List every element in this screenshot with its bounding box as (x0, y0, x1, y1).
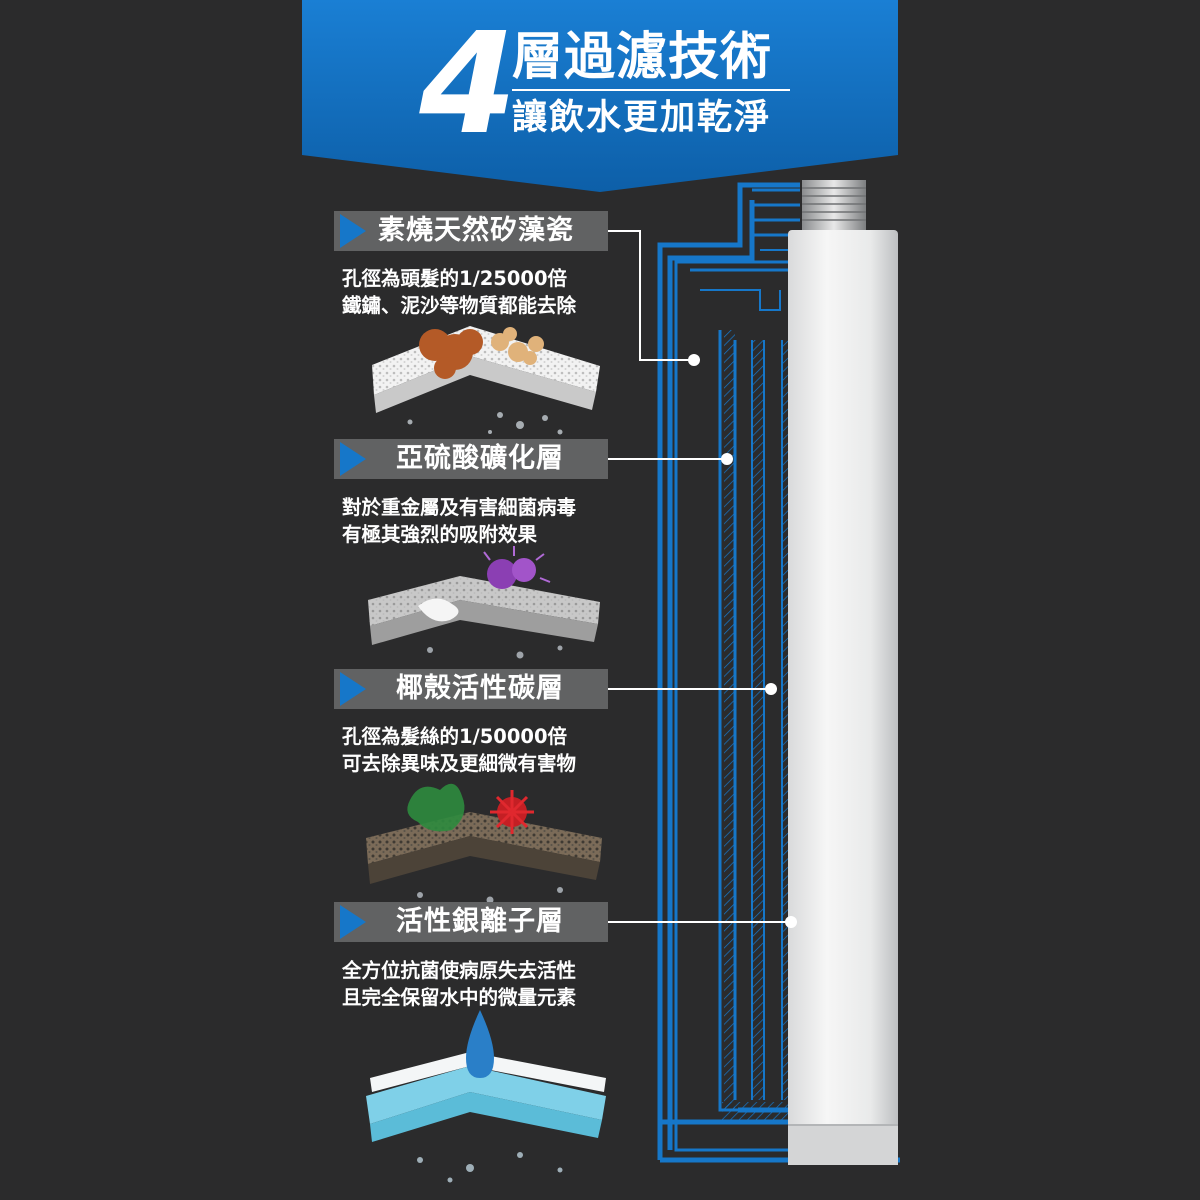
desc-line: 孔徑為髮絲的1/50000倍 (342, 725, 568, 748)
desc-line: 有極其強烈的吸附效果 (342, 523, 538, 546)
metal-thread (802, 180, 866, 232)
desc-line: 全方位抗菌使病原失去活性 (342, 959, 577, 982)
layer-desc-silver-ion: 全方位抗菌使病原失去活性 且完全保留水中的微量元素 (342, 957, 642, 1011)
layer-label-text: 亞硫酸礦化層 (396, 443, 564, 474)
layer-label-text: 素燒天然矽藻瓷 (378, 215, 574, 246)
filter-cartridge (788, 230, 898, 1160)
filter-housing-outline (657, 182, 900, 1163)
layer-label-ceramic: 素燒天然矽藻瓷 (334, 211, 608, 251)
arrow-right-icon (340, 672, 366, 706)
layer-desc-carbon: 孔徑為髮絲的1/50000倍 可去除異味及更細微有害物 (342, 723, 642, 777)
layer-desc-mineral: 對於重金屬及有害細菌病毒 有極其強烈的吸附效果 (342, 494, 642, 548)
layer-label-text: 活性銀離子層 (396, 906, 564, 937)
mineral-illustration (368, 546, 600, 659)
layer-label-mineral: 亞硫酸礦化層 (334, 439, 608, 479)
header-title: 層過濾技術 (512, 28, 773, 87)
desc-line: 且完全保留水中的微量元素 (342, 986, 577, 1009)
layer-label-silver-ion: 活性銀離子層 (334, 902, 608, 942)
header-subtitle: 讓飲水更加乾淨 (512, 98, 772, 138)
arrow-right-icon (340, 905, 366, 939)
layer-label-text: 椰殼活性碳層 (396, 673, 564, 704)
arrow-right-icon (340, 442, 366, 476)
layer-label-carbon: 椰殼活性碳層 (334, 669, 608, 709)
arrow-right-icon (340, 214, 366, 248)
connector-lines (608, 230, 790, 923)
silver-ion-illustration (366, 1010, 606, 1183)
desc-line: 孔徑為頭髮的1/25000倍 (342, 267, 568, 290)
desc-line: 鐵鏽、泥沙等物質都能去除 (342, 294, 577, 317)
ceramic-illustration (372, 326, 600, 435)
desc-line: 對於重金屬及有害細菌病毒 (342, 496, 577, 519)
desc-line: 可去除異味及更細微有害物 (342, 752, 577, 775)
carbon-illustration (366, 783, 602, 904)
header-number: 4 (419, 3, 517, 166)
layer-desc-ceramic: 孔徑為頭髮的1/25000倍 鐵鏽、泥沙等物質都能去除 (342, 265, 642, 319)
